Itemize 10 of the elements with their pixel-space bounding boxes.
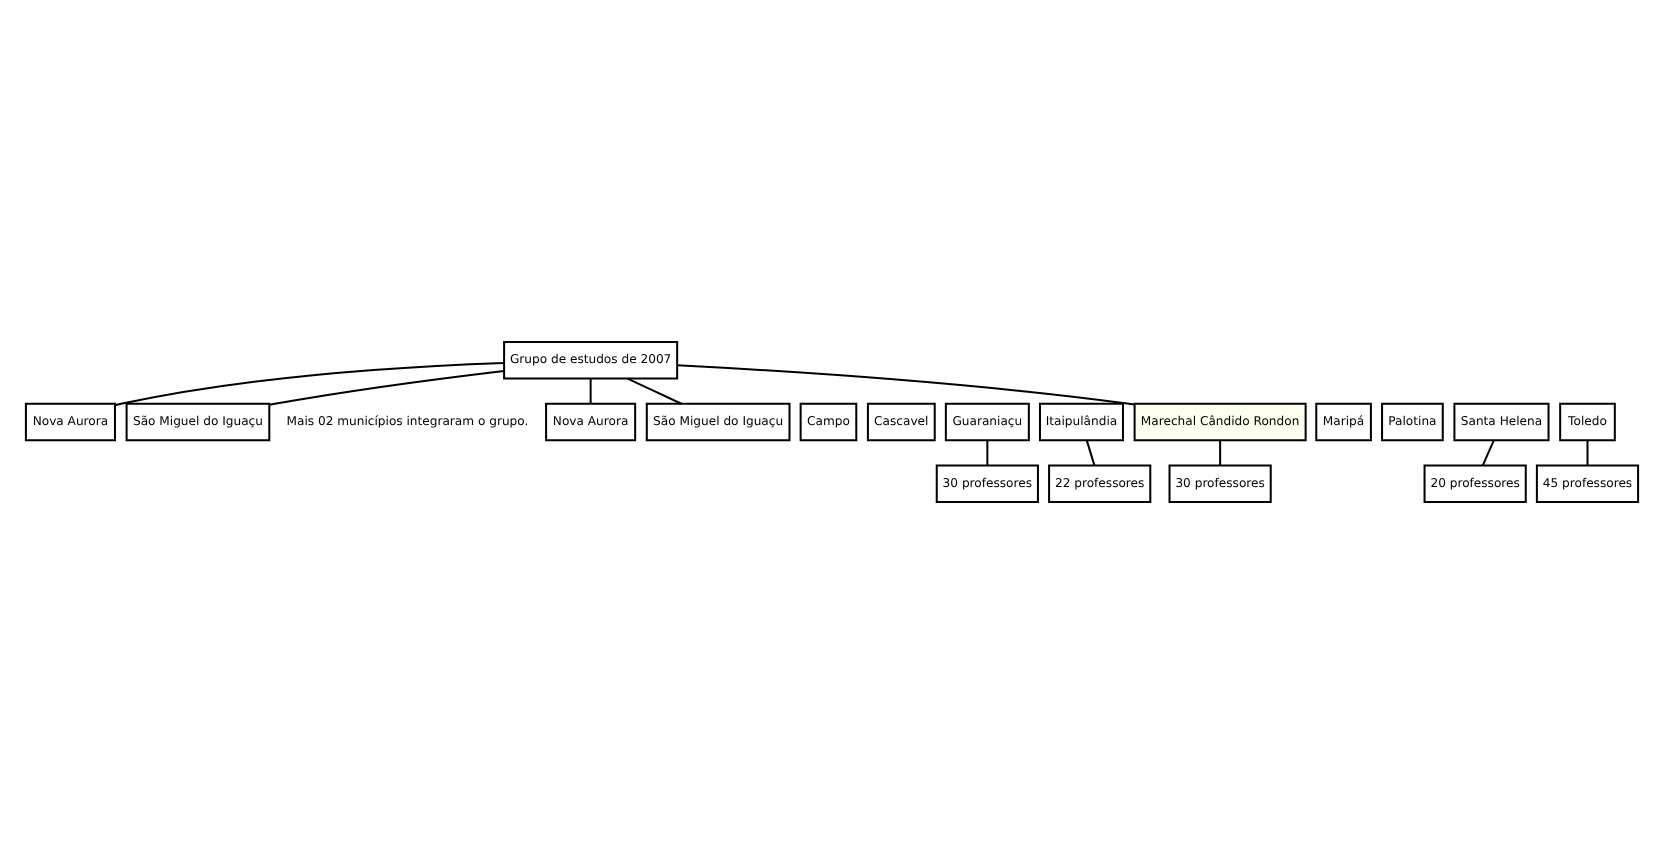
connector xyxy=(588,378,591,404)
connector xyxy=(1480,439,1494,466)
connector xyxy=(1084,440,1095,466)
connector xyxy=(626,377,681,405)
connector xyxy=(1218,440,1221,466)
connector xyxy=(676,364,1134,406)
connector xyxy=(985,440,988,466)
connector xyxy=(1585,440,1588,466)
connector xyxy=(268,369,503,406)
connector xyxy=(113,361,504,407)
